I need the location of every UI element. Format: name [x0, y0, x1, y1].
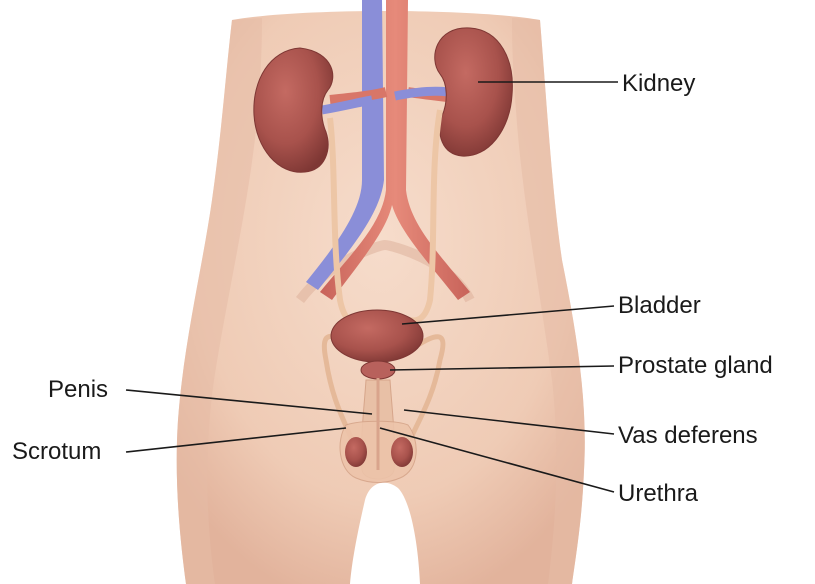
- label-vas-deferens: Vas deferens: [618, 422, 758, 450]
- label-kidney: Kidney: [622, 70, 695, 98]
- renal-vein-right: [395, 91, 448, 96]
- label-penis: Penis: [48, 376, 108, 404]
- testis-left: [345, 437, 367, 467]
- label-bladder: Bladder: [618, 292, 701, 320]
- testis-right: [391, 437, 413, 467]
- bladder-organ: [331, 310, 423, 362]
- prostate-organ: [361, 361, 395, 379]
- label-scrotum: Scrotum: [12, 438, 101, 466]
- label-urethra: Urethra: [618, 480, 698, 508]
- label-prostate-gland: Prostate gland: [618, 352, 773, 380]
